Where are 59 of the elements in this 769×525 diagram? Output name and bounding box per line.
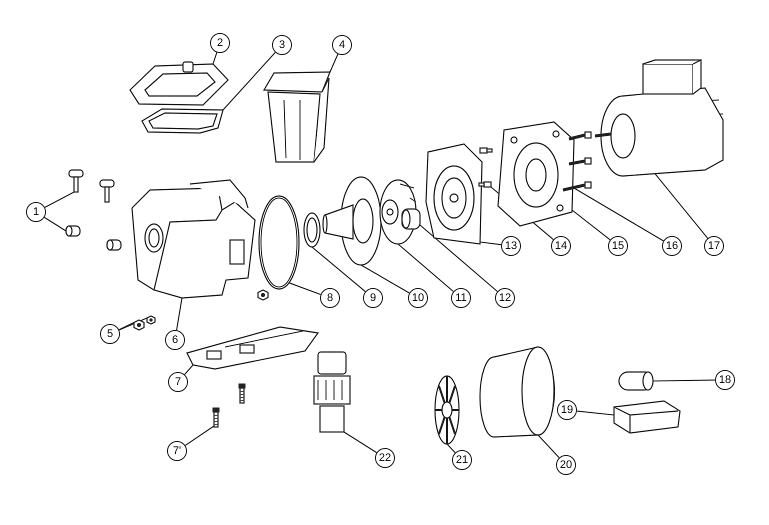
callout-number: 6 [165,330,185,350]
callout-number: 1 [26,202,46,222]
callout-number: 18 [715,370,735,390]
leader-line [222,52,276,110]
drain-plug-drawing [65,224,81,238]
fan-cover-drawing [478,345,558,440]
base-plate-drawing [185,325,320,370]
leader-line [185,426,214,446]
leader-line [398,244,454,292]
knob-drawing [67,170,85,192]
leader-line [344,432,377,454]
motor-bracket-drawing [496,120,576,228]
leader-line [212,52,218,64]
seal-ring-drawing [303,212,321,248]
leader-line [574,188,664,242]
callout-number: 3 [272,35,292,55]
lid-gasket-drawing [140,108,225,134]
callout-number: 8 [320,288,340,308]
leader-line [118,322,134,330]
leader-line [420,224,498,292]
leader-line [176,298,183,330]
callout-number: 12 [495,288,515,308]
leader-line [360,264,410,294]
callout-number: 10 [408,288,428,308]
leader-line [572,210,610,240]
callout-number: 13 [501,236,521,256]
leader-line [654,173,708,239]
callout-number: 16 [662,236,682,256]
callout-number: 22 [375,448,395,468]
callout-number: 5 [100,324,120,344]
leader-line [576,410,614,416]
callout-number: 19 [557,400,577,420]
leader-line [184,364,194,375]
screw-drawing [212,408,220,428]
leader-line [446,444,456,454]
callout-number: 7' [167,441,187,461]
leader-line [480,241,502,246]
o-ring-drawing [258,195,300,290]
leader-line [44,190,76,208]
callout-number: 17 [704,236,724,256]
nut-drawing [147,316,155,324]
leader-line [538,434,560,458]
callout-number: 2 [210,33,230,53]
leader-line [118,318,148,330]
callout-number: 20 [556,455,576,475]
leader-line [330,54,338,72]
callout-number: 15 [608,236,628,256]
callout-number: 11 [451,288,471,308]
leader-line [653,380,715,382]
leader-line [288,282,321,296]
callout-number: 9 [363,288,383,308]
nut-drawing [134,320,144,330]
callout-number: 14 [551,236,571,256]
strainer-basket-drawing [262,70,332,165]
callout-number: 21 [452,450,472,470]
callout-number: 4 [332,35,352,55]
leader-line [44,216,66,232]
callout-number: 7 [168,372,188,392]
seal-plate-drawing [424,142,484,246]
